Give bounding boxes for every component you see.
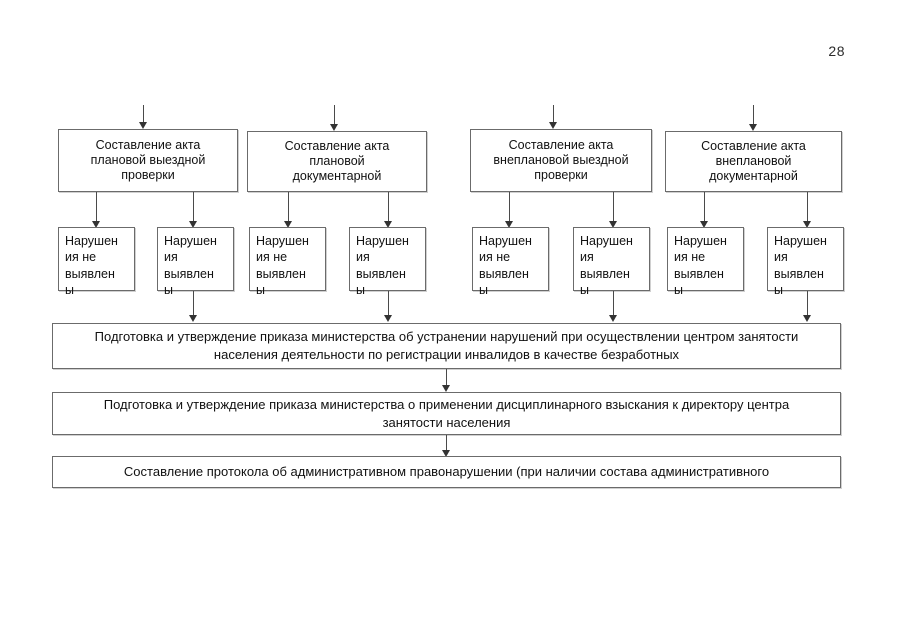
result-box-label: Нарушен ия не выявлен ы: [256, 234, 309, 297]
connector-line-unplanned-doc-to-violations-4: [807, 192, 808, 224]
connector-line-violations-1-to-order-eliminate: [193, 291, 194, 317]
result-box-no-violations-2[interactable]: Нарушен ия не выявлен ы: [249, 227, 326, 297]
connector-line-violations-3-to-order-eliminate: [613, 291, 614, 317]
connector-arrow-violations-1-to-order-eliminate: [189, 315, 197, 322]
process-box-administrative-protocol[interactable]: Составление протокола об административно…: [52, 456, 841, 488]
connector-line-violations-2-to-order-eliminate: [388, 291, 389, 317]
connector-arrow-violations-2-to-order-eliminate: [384, 315, 392, 322]
result-box-label: Нарушен ия не выявлен ы: [65, 234, 118, 297]
result-box-label: Нарушен ия не выявлен ы: [674, 234, 727, 297]
process-box-order-disciplinary-action[interactable]: Подготовка и утверждение приказа министе…: [52, 392, 841, 435]
result-box-label: Нарушен ия выявлен ы: [164, 234, 217, 297]
result-box-no-violations-1[interactable]: Нарушен ия не выявлен ы: [58, 227, 135, 297]
arrow-line-into-act-planned-onsite: [143, 105, 144, 123]
process-box-label: Подготовка и утверждение приказа министе…: [94, 329, 799, 362]
connector-arrow-order-eliminate-to-disciplinary: [442, 385, 450, 392]
process-box-label: Составление протокола об административно…: [123, 464, 770, 480]
connector-line-order-eliminate-to-disciplinary: [446, 369, 447, 386]
process-box-label: Подготовка и утверждение приказа министе…: [103, 396, 790, 430]
process-box-order-eliminate-violations[interactable]: Подготовка и утверждение приказа министе…: [52, 323, 841, 369]
result-box-label: Нарушен ия не выявлен ы: [479, 234, 532, 297]
connector-arrow-unplanned-doc-to-no-violations-4: [700, 221, 708, 228]
result-box-label: Нарушен ия выявлен ы: [356, 234, 409, 297]
process-box-act-unplanned-doc[interactable]: Составление акта внеплановой документарн…: [665, 131, 842, 192]
arrow-head-into-act-planned-doc: [330, 124, 338, 131]
arrow-head-into-act-unplanned-onsite: [549, 122, 557, 129]
result-box-violations-2[interactable]: Нарушен ия выявлен ы: [349, 227, 426, 297]
process-box-label: Составление акта плановой документарной: [284, 138, 390, 184]
arrow-head-into-act-unplanned-doc: [749, 124, 757, 131]
connector-line-planned-doc-to-no-violations-2: [288, 192, 289, 224]
result-box-violations-3[interactable]: Нарушен ия выявлен ы: [573, 227, 650, 297]
process-box-act-planned-onsite[interactable]: Составление акта плановой выездной прове…: [58, 129, 238, 192]
connector-line-unplanned-doc-to-no-violations-4: [704, 192, 705, 224]
result-box-violations-4[interactable]: Нарушен ия выявлен ы: [767, 227, 844, 297]
connector-arrow-unplanned-onsite-to-no-violations-3: [505, 221, 513, 228]
connector-line-violations-4-to-order-eliminate: [807, 291, 808, 317]
connector-arrow-planned-onsite-to-violations-1: [189, 221, 197, 228]
page-number: 28: [828, 43, 845, 59]
connector-arrow-disciplinary-to-protocol: [442, 450, 450, 457]
arrow-line-into-act-unplanned-doc: [753, 105, 754, 125]
result-box-label: Нарушен ия выявлен ы: [580, 234, 633, 297]
connector-line-planned-onsite-to-violations-1: [193, 192, 194, 224]
arrow-line-into-act-unplanned-onsite: [553, 105, 554, 123]
process-box-act-planned-doc[interactable]: Составление акта плановой документарной: [247, 131, 427, 192]
process-box-act-unplanned-onsite[interactable]: Составление акта внеплановой выездной пр…: [470, 129, 652, 192]
connector-line-planned-onsite-to-no-violations-1: [96, 192, 97, 224]
arrow-head-into-act-planned-onsite: [139, 122, 147, 129]
connector-line-unplanned-onsite-to-no-violations-3: [509, 192, 510, 224]
process-box-label: Составление акта плановой выездной прове…: [90, 137, 206, 183]
connector-arrow-violations-4-to-order-eliminate: [803, 315, 811, 322]
connector-arrow-violations-3-to-order-eliminate: [609, 315, 617, 322]
process-box-label: Составление акта внеплановой выездной пр…: [493, 137, 629, 183]
result-box-no-violations-3[interactable]: Нарушен ия не выявлен ы: [472, 227, 549, 297]
connector-line-unplanned-onsite-to-violations-3: [613, 192, 614, 224]
arrow-line-into-act-planned-doc: [334, 105, 335, 125]
process-box-label: Составление акта внеплановой документарн…: [701, 138, 806, 184]
connector-line-planned-doc-to-violations-2: [388, 192, 389, 224]
connector-arrow-planned-doc-to-violations-2: [384, 221, 392, 228]
result-box-no-violations-4[interactable]: Нарушен ия не выявлен ы: [667, 227, 744, 297]
connector-arrow-planned-doc-to-no-violations-2: [284, 221, 292, 228]
result-box-label: Нарушен ия выявлен ы: [774, 234, 827, 297]
connector-arrow-unplanned-onsite-to-violations-3: [609, 221, 617, 228]
result-box-violations-1[interactable]: Нарушен ия выявлен ы: [157, 227, 234, 297]
connector-line-disciplinary-to-protocol: [446, 435, 447, 451]
connector-arrow-unplanned-doc-to-violations-4: [803, 221, 811, 228]
connector-arrow-planned-onsite-to-no-violations-1: [92, 221, 100, 228]
